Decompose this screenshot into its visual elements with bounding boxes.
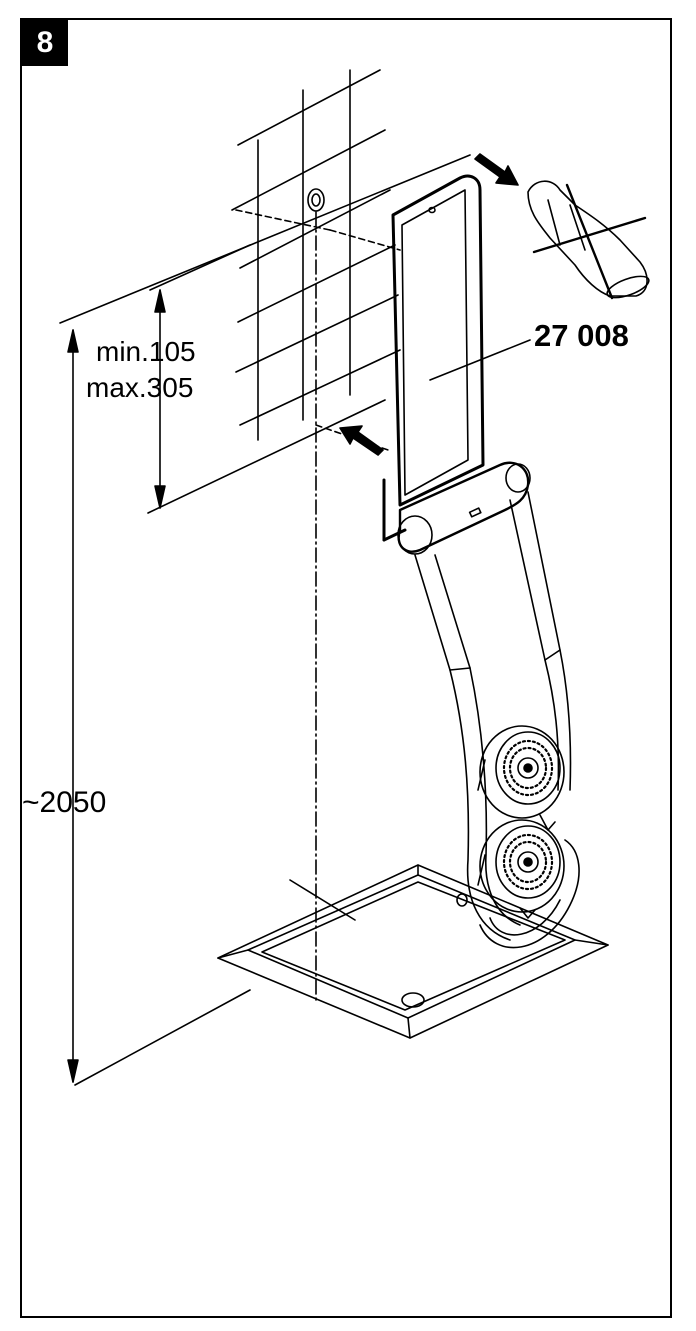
slide-rail — [414, 491, 580, 949]
total-height-label: ~2050 — [22, 786, 107, 819]
shower-panel — [382, 174, 531, 555]
shower-head-upper — [477, 725, 565, 831]
wall-tile-grid — [231, 69, 401, 441]
part-number-label: 27 008 — [534, 318, 629, 353]
shower-tray — [217, 864, 609, 1039]
dimension-lines — [59, 154, 471, 1086]
shower-head-lower — [477, 819, 565, 919]
crossed-out-shower-head-icon — [527, 180, 650, 300]
step-number-badge: 8 — [22, 20, 68, 66]
height-max-label: max.305 — [86, 372, 194, 403]
wall-outlet — [307, 188, 325, 212]
arrow-icon — [339, 153, 519, 456]
step-number: 8 — [36, 26, 54, 59]
height-min-label: min.105 — [96, 336, 196, 367]
figure-frame — [20, 18, 672, 1318]
